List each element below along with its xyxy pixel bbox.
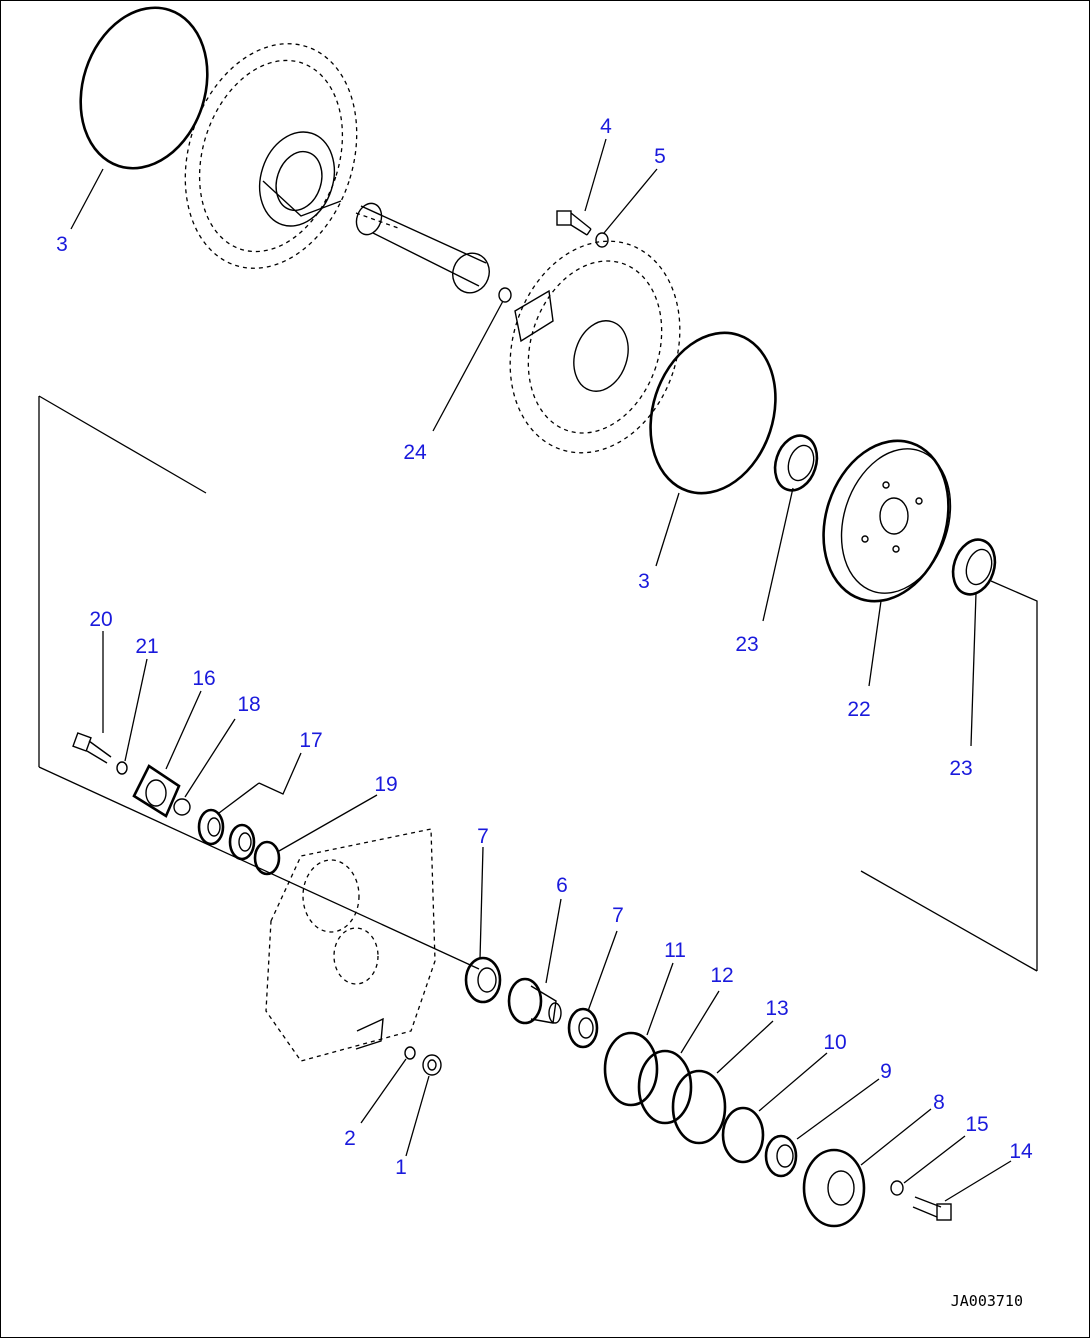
callout-6: 6 <box>556 874 568 897</box>
shaft <box>355 202 490 294</box>
pinion-6 <box>507 977 562 1025</box>
flange-16 <box>132 764 181 818</box>
callout-20: 20 <box>89 608 112 631</box>
callout-24: 24 <box>403 441 427 464</box>
plug-1 <box>422 1054 442 1076</box>
drawing-code: JA003710 <box>951 1292 1023 1310</box>
callout-22: 22 <box>847 698 870 721</box>
callout-23: 23 <box>949 757 972 780</box>
cover-8 <box>802 1148 866 1228</box>
bolt-20 <box>72 732 112 764</box>
callout-7: 7 <box>612 904 624 927</box>
callout-labels: 3 4 5 24 3 23 22 23 20 21 16 18 17 19 7 … <box>56 115 1033 1179</box>
washer-5 <box>595 232 609 248</box>
shim-13 <box>671 1069 727 1145</box>
gear-case <box>265 828 436 1062</box>
callout-21: 21 <box>135 635 158 658</box>
o-ring-center <box>649 331 777 495</box>
seal-9 <box>764 1134 798 1178</box>
bolt-14 <box>912 1196 952 1221</box>
callout-5: 5 <box>654 145 666 168</box>
callout-3: 3 <box>638 570 650 593</box>
callout-19: 19 <box>374 773 397 796</box>
callout-8: 8 <box>933 1091 945 1114</box>
shim-11 <box>603 1031 659 1107</box>
callout-18: 18 <box>237 693 260 716</box>
o-ring-2 <box>404 1046 416 1060</box>
o-ring-19 <box>253 840 281 876</box>
callout-13: 13 <box>765 997 788 1020</box>
washer-15 <box>890 1180 904 1196</box>
bearing-7-right <box>567 1007 599 1049</box>
callout-17: 17 <box>299 729 322 752</box>
bolt-4 <box>556 210 592 236</box>
callout-9: 9 <box>880 1060 892 1083</box>
washer-21 <box>116 761 128 775</box>
bearing-7-left <box>464 956 502 1004</box>
disc-center <box>509 240 681 454</box>
callout-15: 15 <box>965 1113 988 1136</box>
callout-2: 2 <box>344 1127 356 1150</box>
callout-1: 1 <box>395 1156 407 1179</box>
seal-17 <box>197 808 256 861</box>
callout-7: 7 <box>477 825 489 848</box>
callout-3: 3 <box>56 233 68 256</box>
callout-4: 4 <box>600 115 612 138</box>
plug-18 <box>173 798 191 816</box>
o-ring-upper <box>79 6 209 170</box>
callout-23: 23 <box>735 633 758 656</box>
gear-22 <box>822 439 952 603</box>
disc-upper <box>184 43 358 269</box>
shim-12 <box>637 1049 693 1125</box>
washer-24 <box>498 287 512 303</box>
callout-12: 12 <box>710 964 733 987</box>
callout-11: 11 <box>664 939 686 962</box>
leader-lines <box>70 138 1012 1202</box>
callout-10: 10 <box>823 1031 846 1054</box>
callout-14: 14 <box>1009 1140 1033 1163</box>
bearing-23-left <box>773 434 819 492</box>
bearing-23-right <box>951 538 997 596</box>
callout-16: 16 <box>192 667 215 690</box>
o-ring-10 <box>721 1106 765 1164</box>
